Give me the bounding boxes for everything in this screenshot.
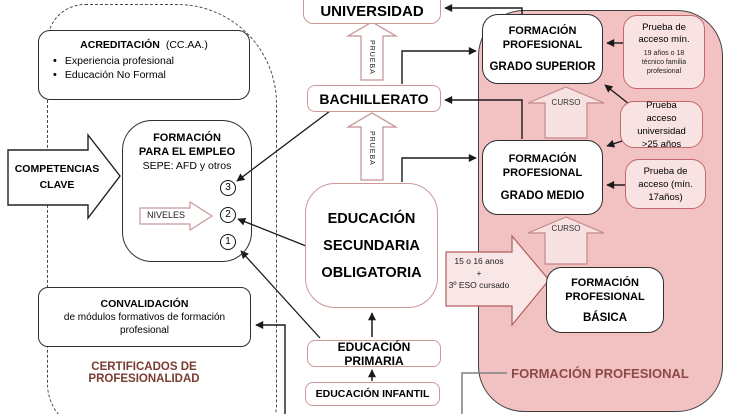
connector-eso-to-level2 [237, 217, 307, 247]
level-3-badge: 3 [220, 180, 236, 196]
age-arrow-label: 15 o 16 anos + 3º ESO cursado [444, 254, 514, 292]
connector-to-convalidacion [255, 321, 286, 414]
empleo-line2: PARA EL EMPLEO [138, 146, 236, 158]
bachillerato-box: BACHILLERATO [307, 85, 441, 112]
gm-line2: PROFESIONAL [502, 167, 583, 179]
basica-line1: FORMACIÓN [571, 276, 639, 289]
basica-line2: PROFESIONAL [565, 290, 645, 303]
convalidacion-box: CONVALIDACIÓN de módulos formativos de f… [38, 287, 251, 347]
competencias-arrow-shape [7, 132, 121, 221]
acreditacion-bullet-1: Experiencia profesional [64, 55, 175, 67]
level-1-badge: 1 [220, 234, 236, 250]
niveles-arrow-shape [139, 200, 214, 232]
connector-gm-to-bachillerato [444, 96, 523, 139]
gm-line3: GRADO MEDIO [500, 190, 585, 202]
basica-line3: BÁSICA [582, 311, 628, 324]
connector-bachillerato-to-level3 [236, 110, 331, 182]
prueba-gs-small: 19 años o 18 técnico familia profesional [641, 50, 687, 75]
universidad-box: UNIVERSIDAD [303, 0, 441, 24]
curso-top-label: CURSO [551, 98, 581, 107]
universidad-label: UNIVERSIDAD [320, 3, 424, 20]
prueba-universidad-label: Prueba acceso universidad >25 años [637, 99, 686, 150]
bullet-icon [39, 68, 65, 82]
gm-line1: FORMACIÓN [508, 153, 577, 165]
empleo-line1: FORMACIÓN [153, 132, 221, 144]
acreditacion-title: ACREDITACIÓN [80, 39, 160, 51]
bachillerato-label: BACHILLERATO [319, 90, 429, 107]
niveles-label: NIVELES [146, 210, 186, 220]
gs-line1: FORMACIÓN [508, 25, 577, 37]
gs-line2: PROFESIONAL [502, 39, 583, 51]
grado-superior-box: FORMACIÓN PROFESIONAL GRADO SUPERIOR [482, 14, 603, 84]
acreditacion-title-suffix: (CC.AA.) [165, 39, 208, 51]
competencias-clave-label: COMPETENCIAS CLAVE [6, 161, 108, 193]
connector-eso-to-gm [401, 154, 477, 182]
curso-arrow-bottom-shape [527, 216, 605, 265]
eso-box: EDUCACIÓN SECUNDARIA OBLIGATORIA [305, 183, 438, 308]
empleo-line3: SEPE: AFD y otros [142, 160, 232, 172]
primaria-label: EDUCACIÓN PRIMARIA [337, 339, 411, 368]
eso-line2: SECUNDARIA [323, 237, 420, 254]
convalidacion-body: de módulos formativos de formación profe… [63, 312, 226, 336]
acreditacion-box: ACREDITACIÓN (CC.AA.) Experiencia profes… [38, 30, 250, 100]
gs-line3: GRADO SUPERIOR [489, 61, 596, 73]
formacion-profesional-caption: FORMACIÓN PROFESIONAL [511, 366, 689, 381]
connector-primaria-to-level1 [240, 250, 321, 339]
prueba-arrow-top-shape [345, 21, 399, 81]
competencias-line2: CLAVE [39, 179, 75, 191]
level-2-badge: 2 [220, 207, 236, 223]
acreditacion-bullet-2: Educación No Formal [64, 69, 166, 81]
eso-line1: EDUCACIÓN [327, 210, 416, 227]
prueba-universidad-box: Prueba acceso universidad >25 años [620, 99, 703, 150]
bullet-icon [39, 54, 65, 68]
grado-medio-box: FORMACIÓN PROFESIONAL GRADO MEDIO [482, 140, 603, 215]
age-line1: 15 o 16 anos [454, 256, 504, 266]
prueba-bottom-label: PRUEBA [368, 130, 375, 166]
convalidacion-title: CONVALIDACIÓN [100, 298, 189, 310]
connector-prueba25-to-gs [604, 84, 630, 105]
connector-bachillerato-to-gs [401, 47, 477, 84]
infantil-box: EDUCACIÓN INFANTIL [305, 382, 440, 406]
prueba-gs-main: Prueba de acceso mín. [638, 22, 690, 45]
primaria-box: EDUCACIÓN PRIMARIA [307, 339, 441, 368]
age-line2: + [476, 268, 482, 278]
formacion-empleo-box: FORMACIÓN PARA EL EMPLEO SEPE: AFD y otr… [122, 120, 252, 262]
certificados-caption: CERTIFICADOS DE PROFESIONALIDAD [88, 361, 200, 385]
prueba-acceso-gs-box: Prueba de acceso mín. 19 años o 18 técni… [623, 15, 705, 89]
competencias-line1: COMPETENCIAS [14, 163, 100, 175]
prueba-gm-box: Prueba de acceso (mín. 17años) [625, 159, 706, 209]
connector-gs-to-universidad [444, 4, 523, 16]
age-arrow-shape [445, 234, 550, 327]
certificados-dashed-panel [47, 4, 277, 414]
prueba-arrow-bottom-shape [345, 112, 399, 181]
prueba-gm-label: Prueba de acceso (mín. 17años) [638, 165, 693, 203]
curso-bottom-label: CURSO [551, 224, 581, 233]
age-line3: 3º ESO cursado [448, 280, 510, 290]
connector-prueba25-to-gm [606, 139, 623, 148]
fp-basica-box: FORMACIÓN PROFESIONAL BÁSICA [546, 267, 664, 333]
prueba-top-label: PRUEBA [368, 39, 375, 75]
curso-arrow-top-shape [527, 86, 605, 139]
connector-fp-caption [461, 372, 507, 414]
eso-line3: OBLIGATORIA [321, 264, 422, 281]
infantil-label: EDUCACIÓN INFANTIL [315, 388, 430, 400]
